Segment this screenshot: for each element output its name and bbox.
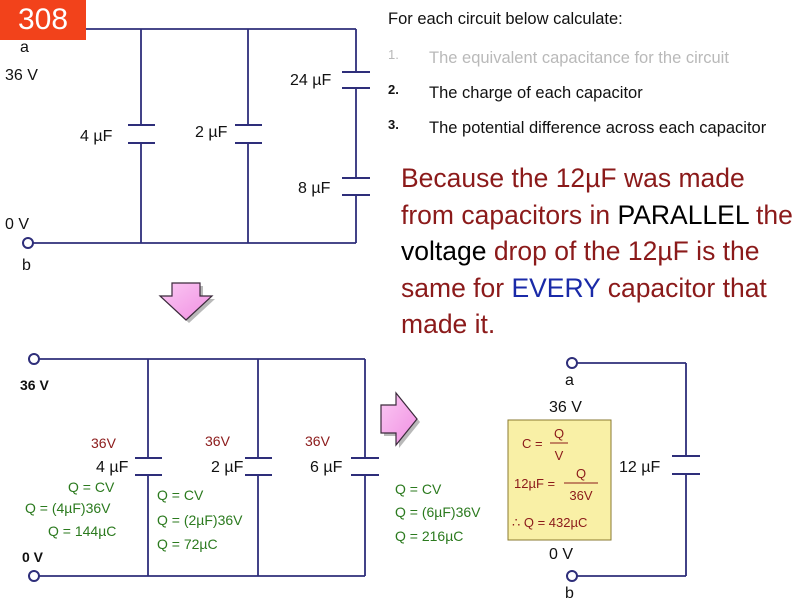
cap-voltage-label: 36V xyxy=(205,433,231,449)
cap-voltage-label: 36V xyxy=(305,433,331,449)
explanation-part: Because the 12µF was made from capacitor… xyxy=(401,163,745,230)
slide-number-badge: 308 xyxy=(0,0,86,40)
circuit-equivalent xyxy=(566,357,700,582)
calc-line: Q = 144µC xyxy=(48,523,116,539)
formula-box: C = Q V 12µF = Q 36V ∴ Q = 432µC xyxy=(507,419,612,541)
voltage-b-label: 0 V xyxy=(549,546,573,563)
voltage-a-label: 36 V xyxy=(549,399,582,416)
node-b-label: b xyxy=(565,585,574,600)
formula-lhs: 12µF = xyxy=(514,476,555,491)
formula-lhs: C = xyxy=(522,436,543,451)
voltage-a-label: 36 V xyxy=(5,67,38,84)
task-number: 2. xyxy=(388,82,399,97)
capacitor-label: 8 µF xyxy=(298,180,331,197)
capacitor-label: 12 µF xyxy=(619,459,660,476)
calc-line: Q = (4µF)36V xyxy=(25,500,111,516)
formula-numerator: Q xyxy=(554,426,564,441)
formula-numerator: Q xyxy=(576,466,586,481)
capacitor-label: 24 µF xyxy=(290,72,331,89)
node-b-label: b xyxy=(22,257,31,274)
instructions-intro: For each circuit below calculate: xyxy=(388,10,623,28)
cap-voltage-label: 36V xyxy=(91,435,117,451)
task-text: The potential difference across each cap… xyxy=(429,119,767,137)
node-a-label: a xyxy=(565,372,574,389)
parallel-keyword: PARALLEL xyxy=(617,199,749,230)
capacitor-label: 2 µF xyxy=(211,459,244,476)
formula-result: ∴ Q = 432µC xyxy=(512,515,587,530)
formula-denominator: 36V xyxy=(569,488,592,503)
explanation-part: the xyxy=(748,199,793,230)
calc-line: Q = 216µC xyxy=(395,528,463,544)
calc-line: Q = CV xyxy=(395,481,442,497)
capacitor-label: 6 µF xyxy=(310,459,343,476)
right-arrow-icon xyxy=(380,391,420,448)
voltage-a-label: 36 V xyxy=(20,377,49,393)
task-number: 3. xyxy=(388,117,399,132)
task-number: 1. xyxy=(388,47,399,62)
voltage-keyword: voltage xyxy=(401,236,487,266)
explanation-part: drop of the 12µF is the same for xyxy=(401,236,760,303)
down-arrow-icon xyxy=(158,282,215,323)
explanation-part: capacitor that made it. xyxy=(401,272,767,340)
circuit-original xyxy=(22,28,370,249)
capacitor-label: 4 µF xyxy=(80,128,113,145)
task-text: The charge of each capacitor xyxy=(429,84,643,102)
task-text: The equivalent capacitance for the circu… xyxy=(429,49,729,67)
capacitor-label: 2 µF xyxy=(195,124,228,141)
capacitor-label: 4 µF xyxy=(96,459,129,476)
formula-denominator: V xyxy=(555,448,564,463)
voltage-b-label: 0 V xyxy=(5,216,29,233)
every-keyword: EVERY xyxy=(511,272,601,303)
calc-line: Q = 72µC xyxy=(157,536,218,552)
voltage-b-label: 0 V xyxy=(22,549,44,565)
node-a-label: a xyxy=(20,39,29,56)
circuit-parallel xyxy=(28,353,379,582)
calc-line: Q = (2µF)36V xyxy=(157,512,243,528)
calc-line: Q = (6µF)36V xyxy=(395,504,481,520)
calc-line: Q = CV xyxy=(157,487,204,503)
explanation-text: Because the 12µF was made from capacitor… xyxy=(401,160,799,343)
calc-line: Q = CV xyxy=(68,479,115,495)
